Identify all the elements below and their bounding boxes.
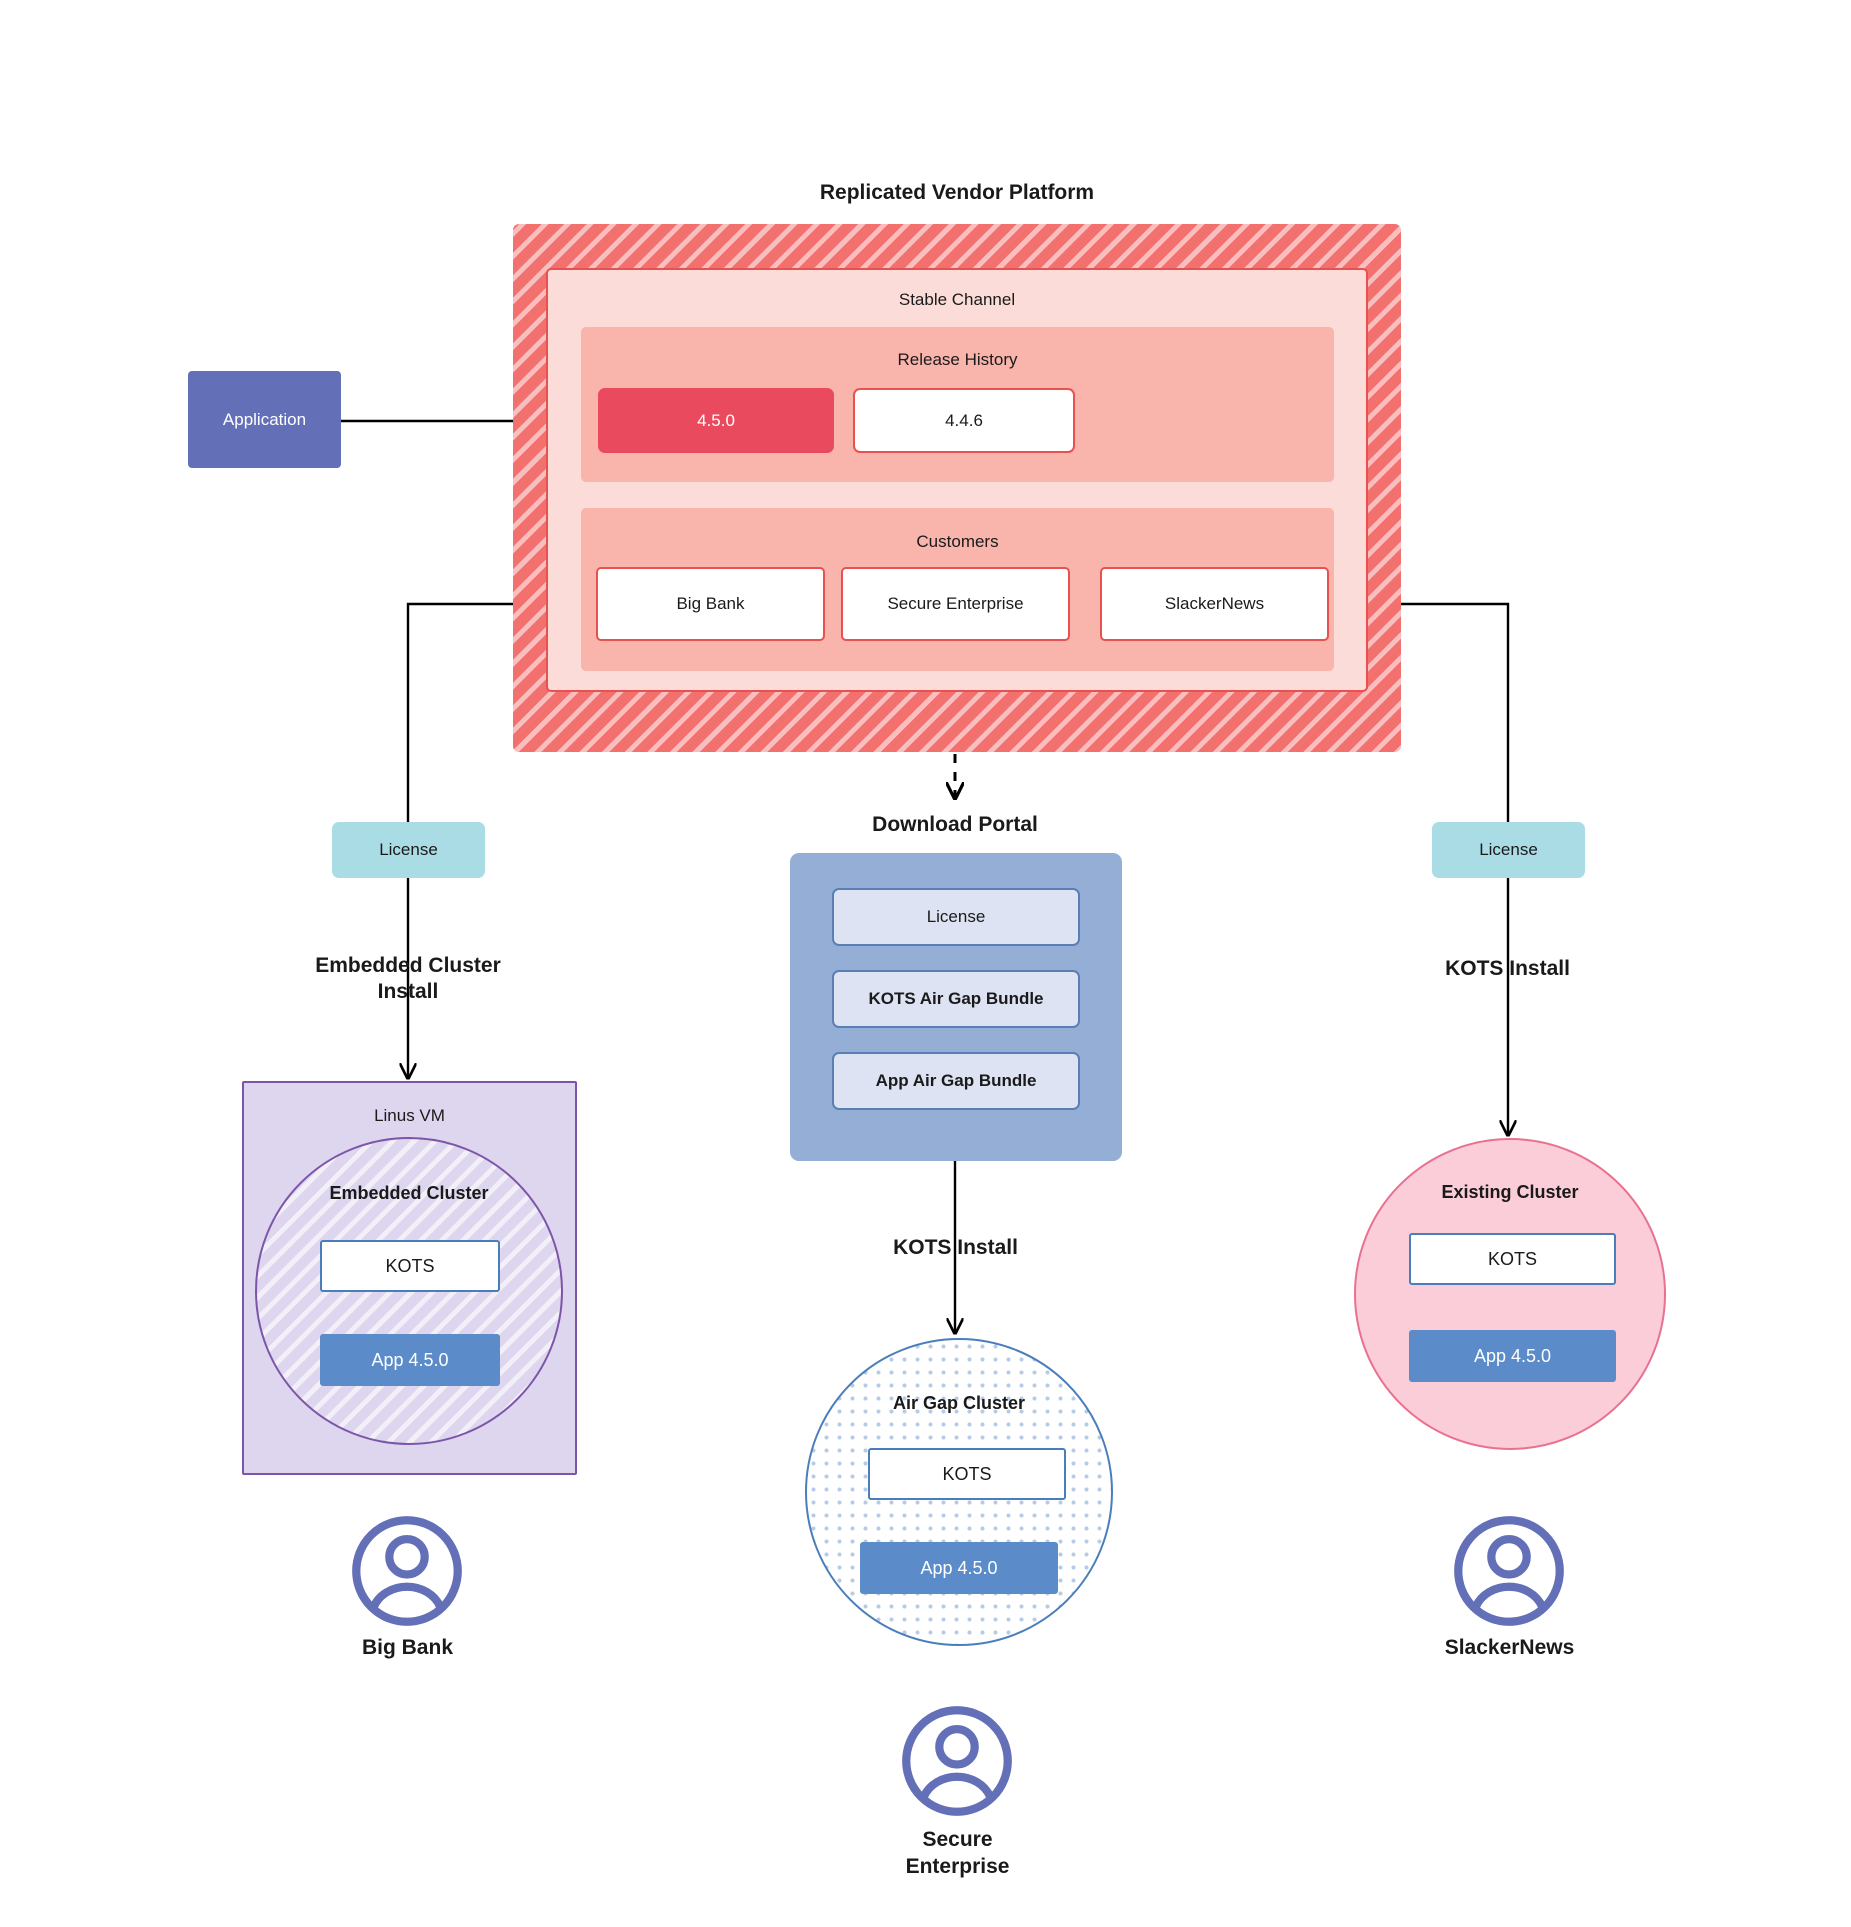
application-node[interactable]: Application	[188, 371, 341, 468]
linux-vm-title: Linus VM	[374, 1106, 445, 1125]
stable-channel-title: Stable Channel	[898, 290, 1016, 309]
persona-label-slackernews: SlackerNews	[1444, 1636, 1575, 1660]
download-portal-title: Download Portal	[872, 813, 1038, 836]
flow-label-center-kots-install: KOTS Install	[893, 1235, 1018, 1259]
persona-label-secure-enterprise: Secure Enterprise	[905, 1827, 1010, 1878]
release-history-title: Release History	[897, 350, 1018, 369]
page-title: Replicated Vendor Platform	[819, 181, 1095, 204]
avatar-secure-enterprise	[898, 1702, 1016, 1820]
user-avatar-icon	[902, 1706, 1012, 1816]
avatar-big-bank	[348, 1512, 466, 1630]
portal-item-app-air-gap-bundle[interactable]: App Air Gap Bundle	[832, 1052, 1080, 1110]
kots-box-left[interactable]: KOTS	[320, 1240, 500, 1292]
customers-title: Customers	[916, 532, 999, 551]
user-avatar-icon	[352, 1516, 462, 1626]
app-version-box-left[interactable]: App 4.5.0	[320, 1334, 500, 1386]
avatar-slackernews	[1450, 1512, 1568, 1630]
kots-box-center[interactable]: KOTS	[868, 1448, 1066, 1500]
portal-item-kots-air-gap-bundle[interactable]: KOTS Air Gap Bundle	[832, 970, 1080, 1028]
customer-item-big-bank[interactable]: Big Bank	[596, 567, 825, 641]
air-gap-cluster-title: Air Gap Cluster	[892, 1393, 1026, 1413]
embedded-cluster-title: Embedded Cluster	[329, 1183, 489, 1203]
app-version-box-right[interactable]: App 4.5.0	[1409, 1330, 1616, 1382]
flow-label-right-kots-install: KOTS Install	[1445, 956, 1570, 980]
app-version-box-center[interactable]: App 4.5.0	[860, 1542, 1058, 1594]
kots-box-right[interactable]: KOTS	[1409, 1233, 1616, 1285]
persona-label-big-bank: Big Bank	[361, 1636, 453, 1660]
customer-item-slackernews[interactable]: SlackerNews	[1100, 567, 1329, 641]
existing-cluster-circle	[1354, 1138, 1666, 1450]
release-item-current[interactable]: 4.5.0	[598, 388, 834, 453]
license-chip-left[interactable]: License	[332, 822, 485, 878]
portal-item-license[interactable]: License	[832, 888, 1080, 946]
user-avatar-icon	[1454, 1516, 1564, 1626]
license-chip-right[interactable]: License	[1432, 822, 1585, 878]
release-item-previous[interactable]: 4.4.6	[853, 388, 1075, 453]
flow-label-embedded-cluster-install: Embedded Cluster Install	[315, 953, 501, 1003]
existing-cluster-title: Existing Cluster	[1441, 1182, 1579, 1202]
customer-item-secure-enterprise[interactable]: Secure Enterprise	[841, 567, 1070, 641]
